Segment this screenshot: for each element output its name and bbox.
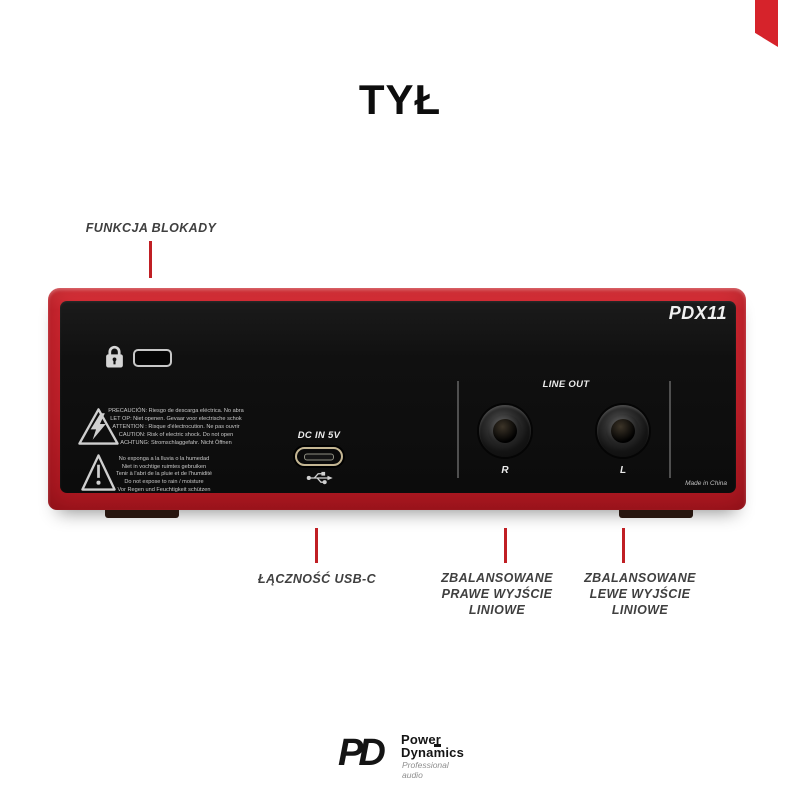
line-out-label: LINE OUT (542, 379, 590, 390)
brand-tagline: Professional audio (402, 760, 449, 780)
warning-moisture-text: No exponga a la lluvia o la humedad Niet… (115, 456, 213, 493)
callout-left-output: ZBALANSOWANE LEWE WYJŚCIE LINIOWE (584, 571, 696, 617)
jack-output-right (479, 405, 531, 457)
jack-output-left (597, 405, 649, 457)
model-label: PDX11 (668, 303, 727, 323)
jack-right-label: R (501, 465, 509, 476)
warning-moisture-icon (80, 452, 117, 498)
callout-right-output: ZBALANSOWANE PRAWE WYJŚCIE LINIOWE (441, 571, 553, 617)
usb-c-port (295, 447, 343, 466)
brand-name: Power Dynamics (401, 732, 465, 760)
page-title: TYŁ (358, 76, 442, 123)
jack-left-label: L (619, 465, 627, 476)
warning-electric-text: PRECAUCIÓN: Riesgo de descarga eléctrica… (108, 408, 244, 447)
logo-dash (434, 744, 441, 747)
warning-electric-icon (77, 406, 120, 452)
callout-line-right-output (503, 528, 507, 563)
rear-io-panel: PRECAUCIÓN: Riesgo de descarga eléctrica… (60, 301, 736, 493)
pd-logo-mark: PD (337, 732, 397, 776)
usb-trident-icon (306, 469, 334, 491)
device-back-panel: PRECAUCIÓN: Riesgo de descarga eléctrica… (48, 288, 746, 510)
device-foot-right (619, 510, 693, 518)
device-foot-left (105, 510, 179, 518)
made-in-label: Made in China (685, 480, 727, 487)
kensington-slot (133, 349, 172, 367)
divider-line-left (457, 381, 459, 478)
callout-usb: ŁĄCZNOŚĆ USB-C (257, 572, 377, 586)
callout-line-left-output (621, 528, 625, 563)
lock-icon (104, 345, 125, 368)
callout-line-usb (314, 528, 318, 563)
brand-logo: PD Power Dynamics Professional audio (337, 732, 467, 780)
divider-line-right (669, 381, 671, 478)
callout-lock-function: FUNKCJA BLOKADY (85, 221, 217, 235)
svg-text:PD: PD (338, 735, 385, 771)
dc-in-label: DC IN 5V (297, 430, 341, 441)
corner-ribbon (755, 0, 778, 47)
callout-line-lock (148, 241, 152, 278)
